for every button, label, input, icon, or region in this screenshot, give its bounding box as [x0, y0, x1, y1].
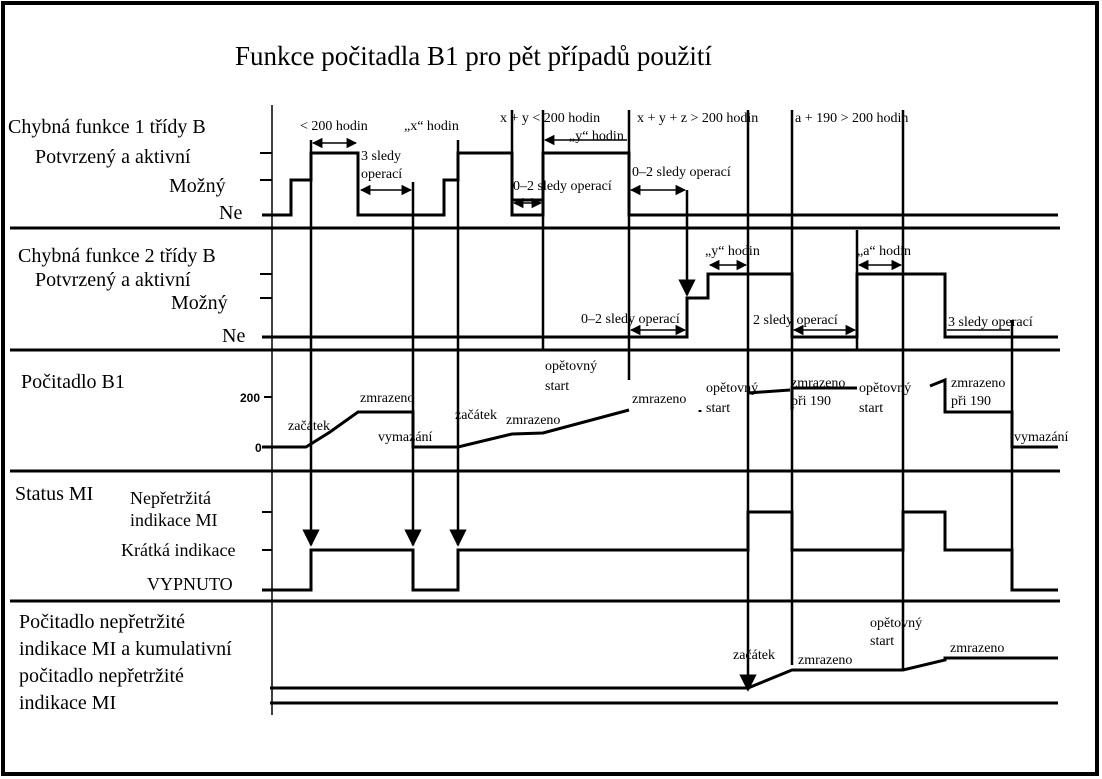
counter-start-2: začátek	[455, 408, 497, 423]
counter-b1-signal	[262, 408, 630, 449]
annotation-x-plus-y: x + y < 200 hodin	[500, 111, 600, 126]
fault2-title: Chybná funkce 2 třídy B	[18, 245, 216, 267]
counter-frozen-190-a: zmrazeno	[791, 376, 845, 391]
counter-b1-frozen-190	[790, 386, 857, 410]
annotations-row1: < 200 hodin 3 sledy operací „x“ hodin x …	[300, 111, 908, 194]
counter-restart-1b: start	[545, 379, 569, 394]
mi-counter-label-3: počitadlo nepřetržité	[19, 665, 184, 687]
annotations-counter: začátek zmrazeno vymazání začátek zmraze…	[288, 359, 1069, 445]
annotations-mi-counter: začátek zmrazeno opětovný start zmrazeno	[733, 616, 1004, 668]
mi-counter-start: začátek	[733, 648, 775, 663]
annotation-0-2-sequences-3: 0–2 sledy operací	[581, 312, 680, 327]
mi-counter-label-4: indikace MI	[19, 692, 116, 714]
fault2-confirmed-label: Potvrzený a aktivní	[35, 269, 191, 291]
counter-frozen-2: zmrazeno	[506, 413, 560, 428]
annotation-3-sequences-2: 3 sledy operací	[948, 315, 1033, 330]
mi-counter-restart-a: opětovný	[870, 616, 922, 631]
duration-arrows-row1	[311, 134, 687, 209]
fault2-signal	[262, 272, 1058, 339]
fault1-confirmed-label: Potvrzený a aktivní	[35, 146, 191, 168]
mi-status-signal	[262, 510, 1058, 592]
annotation-operations: operací	[361, 167, 402, 182]
row-labels: Chybná funkce 1 třídy B Potvrzený a akti…	[8, 116, 245, 714]
fault1-signal	[262, 151, 1058, 217]
counter-tick-0: 0	[255, 441, 262, 455]
mi-off-label: VYPNUTO	[147, 574, 233, 594]
counter-restart-2b: start	[706, 401, 730, 416]
counter-b1-ramp	[747, 388, 791, 395]
counter-reset-1: vymazání	[378, 430, 433, 445]
mi-counter-frozen-1: zmrazeno	[798, 653, 852, 668]
mi-counter-label-2: indikace MI a kumulativní	[19, 638, 232, 660]
counter-restart-3a: opětovný	[859, 381, 911, 396]
annotation-a-hours: „a“ hodin	[857, 244, 911, 259]
annotation-y-hours-2: „y“ hodin	[705, 244, 760, 259]
counter-frozen-190-c: zmrazeno	[951, 376, 1005, 391]
counter-frozen-1: zmrazeno	[360, 391, 414, 406]
fault1-title: Chybná funkce 1 třídy B	[8, 116, 206, 138]
annotation-0-2-sequences: 0–2 sledy operací	[513, 179, 612, 194]
annotation-under-200: < 200 hodin	[300, 119, 368, 134]
annotation-a-plus-190: a + 190 > 200 hodin	[795, 111, 908, 126]
annotation-y-hours: „y“ hodin	[569, 129, 624, 144]
mi-status-title: Status MI	[15, 483, 93, 505]
counter-frozen-190-d: při 190	[951, 394, 991, 409]
mi-counter-signal	[270, 656, 1058, 690]
counter-frozen-190-b: při 190	[791, 394, 831, 409]
counter-restart-2a: opětovný	[706, 381, 758, 396]
annotation-2-sequences: 2 sledy operací	[753, 313, 838, 328]
mi-counter-frozen-2: zmrazeno	[950, 641, 1004, 656]
mi-counter-restart-b: start	[870, 634, 894, 649]
fault2-possible-label: Možný	[171, 292, 228, 314]
fault2-no-label: Ne	[222, 325, 245, 347]
fault1-possible-label: Možný	[169, 175, 226, 197]
counter-b1-title: Počitadlo B1	[21, 371, 125, 393]
mi-counter-label-1: Počitadlo nepřetržité	[19, 611, 185, 633]
counter-tick-200: 200	[240, 391, 260, 405]
counter-reset-2: vymazání	[1014, 430, 1069, 445]
counter-restart-3b: start	[859, 401, 883, 416]
mi-continuous-label-2: indikace MI	[130, 510, 217, 530]
counter-start-1: začátek	[288, 419, 330, 434]
annotation-x-hours: „x“ hodin	[404, 119, 459, 134]
fault1-no-label: Ne	[219, 202, 242, 224]
annotation-3-sequences: 3 sledy	[361, 149, 401, 164]
diagram-title: Funkce počitadla B1 pro pět případů použ…	[235, 41, 712, 71]
mi-continuous-label-1: Nepřetržitá	[130, 488, 211, 508]
annotation-xyz: x + y + z > 200 hodin	[637, 111, 758, 126]
annotation-0-2-sequences-2: 0–2 sledy operací	[632, 165, 731, 180]
mi-short-label: Krátká indikace	[121, 540, 235, 560]
counter-b1-ramp-2	[929, 377, 1058, 449]
counter-restart-1a: opětovný	[545, 359, 597, 374]
counter-frozen-3: zmrazeno	[632, 392, 686, 407]
annotations-row2: „y“ hodin „a“ hodin 0–2 sledy operací 2 …	[581, 244, 1033, 330]
duration-arrows-row2	[629, 259, 1010, 336]
